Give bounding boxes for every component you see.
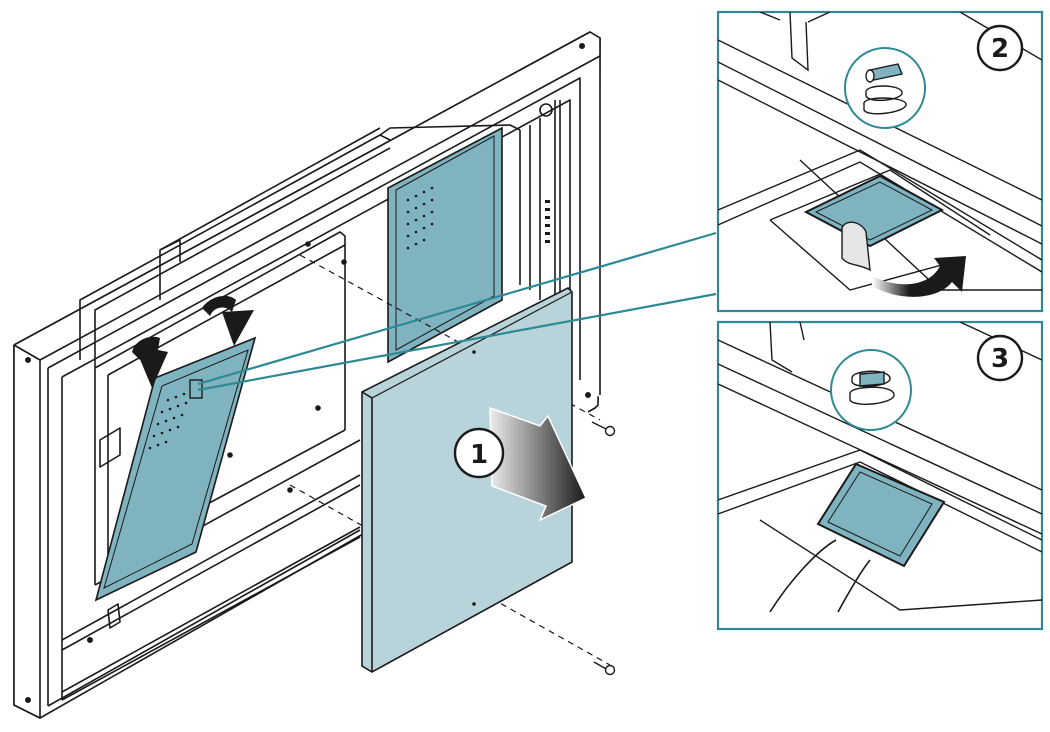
- front-panel: [361, 287, 573, 673]
- detail-step-2: 2: [716, 10, 1044, 313]
- filter-perforations: [148, 392, 188, 450]
- curved-arrow-icon: [132, 336, 168, 388]
- screw-icon: [593, 661, 616, 676]
- step-1-marker: 1: [453, 427, 505, 479]
- alignment-lines: [289, 254, 611, 666]
- removal-arrow-icon: [489, 406, 587, 522]
- finger-pull-icon: [769, 539, 871, 613]
- detail-step-3: 3: [716, 320, 1044, 631]
- front-filter: [94, 336, 257, 602]
- step-3-label: 3: [991, 344, 1009, 374]
- step-1-label: 1: [470, 440, 488, 470]
- back-filter: [387, 126, 503, 364]
- vent-slots: [545, 200, 550, 243]
- screw-icon: [591, 421, 616, 437]
- curved-arrow-icon: [202, 295, 254, 346]
- callout-lines: [197, 231, 717, 392]
- step-2-marker: 2: [976, 24, 1024, 72]
- step-2-label: 2: [991, 34, 1009, 64]
- step-3-marker: 3: [976, 334, 1024, 382]
- removal-arrow-icon: [872, 256, 966, 297]
- filter-perforations: [406, 186, 434, 250]
